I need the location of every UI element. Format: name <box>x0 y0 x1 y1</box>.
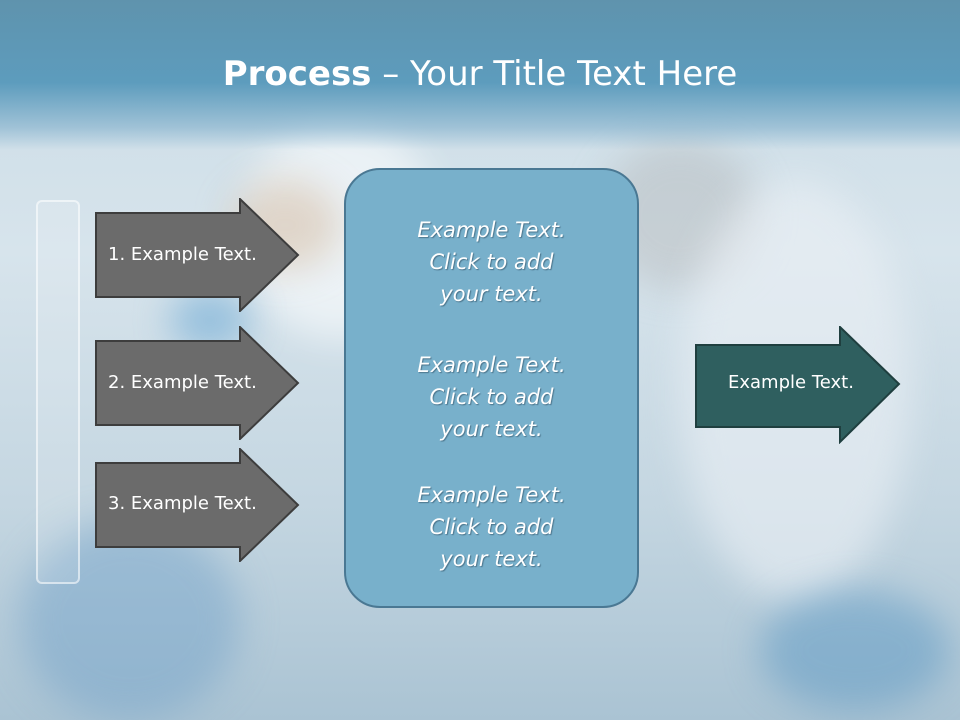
step-arrow-3-label: 3. Example Text. <box>108 493 257 514</box>
background-photo-glove <box>760 590 950 710</box>
center-text-3-line3: your text. <box>440 547 543 571</box>
slide-title-bold: Process <box>222 54 372 94</box>
step-arrow-3[interactable] <box>95 448 300 562</box>
title-bar <box>0 0 960 150</box>
center-text-1-line3: your text. <box>440 282 543 306</box>
center-text-block-2: Example Text. Click to add your text. <box>346 349 637 445</box>
center-text-2-line1: Example Text. <box>417 353 566 377</box>
step-arrow-2[interactable] <box>95 326 300 440</box>
center-text-2-line2: Click to add <box>429 385 554 409</box>
output-arrow-label: Example Text. <box>728 372 854 393</box>
center-text-block-1: Example Text. Click to add your text. <box>346 214 637 310</box>
background-photo-beaker <box>36 200 80 584</box>
center-text-1-line1: Example Text. <box>417 218 566 242</box>
center-text-3-line1: Example Text. <box>417 483 566 507</box>
center-text-box[interactable]: Example Text. Click to add your text. Ex… <box>344 168 639 608</box>
step-arrow-1-label: 1. Example Text. <box>108 244 257 265</box>
step-arrow-1[interactable] <box>95 198 300 312</box>
center-text-1-line2: Click to add <box>429 250 554 274</box>
output-arrow[interactable] <box>695 326 901 444</box>
slide-title-rest: – Your Title Text Here <box>371 54 738 94</box>
background-photo-flask <box>20 520 240 720</box>
slide-title[interactable]: Process – Your Title Text Here <box>0 52 960 96</box>
center-text-block-3: Example Text. Click to add your text. <box>346 479 637 575</box>
step-arrow-2-label: 2. Example Text. <box>108 372 257 393</box>
center-text-2-line3: your text. <box>440 417 543 441</box>
center-text-3-line2: Click to add <box>429 515 554 539</box>
